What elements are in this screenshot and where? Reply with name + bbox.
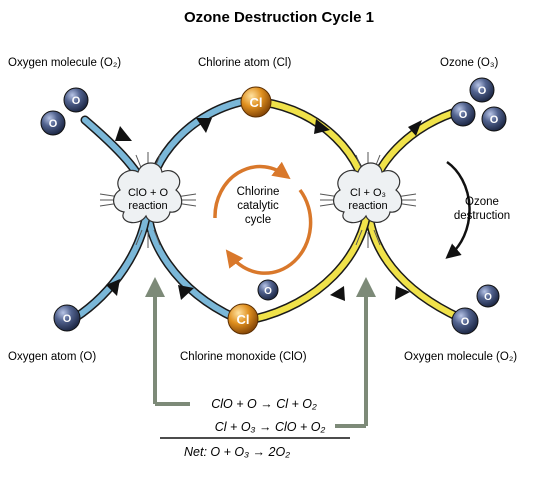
cl-o3-reaction-line1: Cl + O₃ [350, 187, 386, 199]
ozone-molecule: O O O [450, 77, 507, 132]
svg-text:O: O [63, 313, 72, 325]
equation-net: Net: O + O₃ → 2O₂ [184, 445, 290, 459]
label-ozone: Ozone (O₃) [440, 57, 499, 69]
ozone-destruction-arrow: Ozone destruction [445, 160, 510, 259]
chlorine-catalytic-cycle: Chlorine catalytic cycle [213, 161, 313, 275]
svg-text:O: O [478, 85, 487, 97]
equation-feedback-arrows [145, 277, 376, 428]
equation-2: Cl + O₃ → ClO + O₂ [215, 420, 326, 434]
cycle-label-line3: cycle [245, 214, 271, 226]
cycle-label-line1: Chlorine [237, 186, 280, 198]
label-oxygen-molecule-bottom: Oxygen molecule (O₂) [404, 351, 517, 363]
svg-text:O: O [264, 286, 272, 297]
reaction-equations: ClO + O → Cl + O₂ Cl + O₃ → ClO + O₂ Net… [160, 397, 350, 459]
svg-text:O: O [72, 95, 81, 107]
svg-text:O: O [484, 292, 492, 303]
ozone-destruction-line1: Ozone [465, 196, 499, 208]
svg-text:O: O [490, 114, 499, 126]
equation-1: ClO + O → Cl + O₂ [211, 397, 317, 411]
cl-o3-reaction-cloud: Cl + O₃ reaction [319, 152, 417, 248]
label-oxygen-atom: Oxygen atom (O) [8, 351, 96, 363]
cl-o3-reaction-line2: reaction [348, 200, 387, 212]
svg-text:Cl: Cl [250, 95, 263, 110]
label-chlorine-monoxide: Chlorine monoxide (ClO) [180, 351, 307, 363]
chlorine-atom-top: Cl [240, 86, 272, 118]
clo-o-reaction-line1: ClO + O [128, 187, 168, 199]
diagram-title: Ozone Destruction Cycle 1 [184, 9, 374, 26]
chlorine-monoxide-molecule: O Cl [227, 279, 279, 335]
ozone-destruction-line2: destruction [454, 210, 510, 222]
svg-text:O: O [49, 118, 58, 130]
oxygen-molecule-bottom-right: O O [451, 284, 500, 335]
clo-o-reaction-line2: reaction [128, 200, 167, 212]
oxygen-atom-bottom-left: O [53, 304, 81, 332]
svg-text:O: O [459, 109, 468, 121]
label-oxygen-molecule-top: Oxygen molecule (O₂) [8, 57, 121, 69]
label-chlorine-atom: Chlorine atom (Cl) [198, 57, 291, 69]
oxygen-molecule-top-left: O O [40, 87, 89, 136]
svg-text:Cl: Cl [237, 312, 250, 327]
clo-o-reaction-cloud: ClO + O reaction [99, 152, 197, 248]
svg-text:O: O [461, 316, 470, 328]
cycle-label-line2: catalytic [237, 200, 279, 212]
direction-arrows [106, 118, 422, 301]
